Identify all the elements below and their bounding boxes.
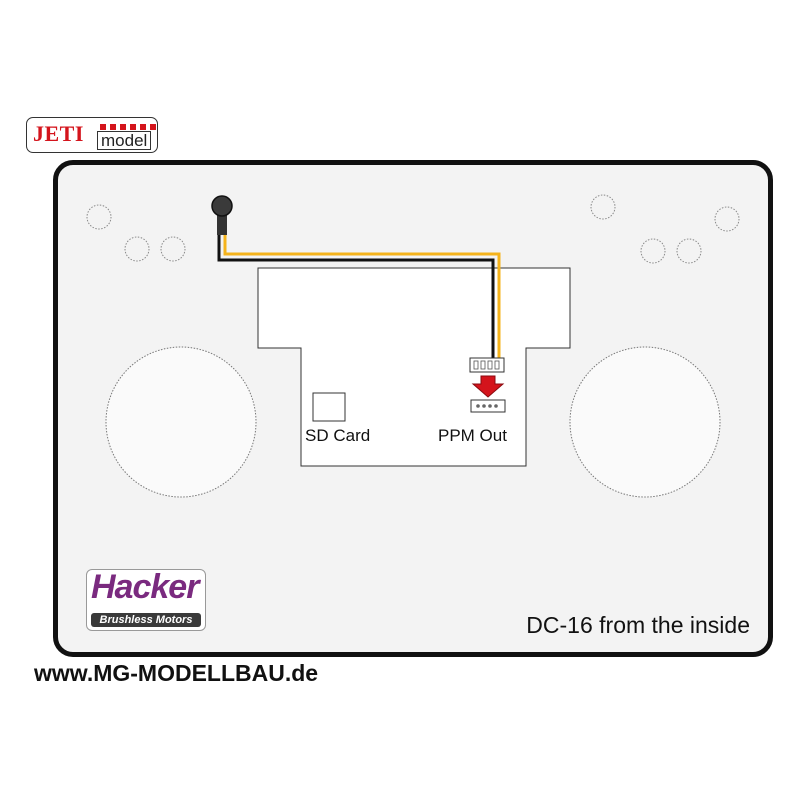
jack-stem xyxy=(217,205,227,235)
hacker-logo-subtitle: Brushless Motors xyxy=(91,613,201,627)
hole-left-top xyxy=(86,204,112,230)
ppm-out-socket xyxy=(470,399,506,413)
sd-card-slot xyxy=(312,392,346,422)
hacker-logo: Hacker Brushless Motors xyxy=(86,569,206,631)
hacker-logo-name: Hacker xyxy=(91,569,199,606)
website-url: www.MG-MODELLBAU.de xyxy=(34,660,319,686)
hole-right-2 xyxy=(676,238,702,264)
ppm-plug xyxy=(469,357,505,373)
ppm-arrow xyxy=(471,375,505,398)
diagram-caption: DC-16 from the inside xyxy=(526,612,750,638)
jeti-logo-text: JETI xyxy=(33,121,84,146)
sd-card-label: SD Card xyxy=(305,426,371,445)
jeti-logo-stripes xyxy=(100,124,156,130)
hole-right-top-2 xyxy=(714,206,740,232)
jeti-model-logo: JETI model xyxy=(26,117,158,153)
hole-right-top-1 xyxy=(590,194,616,220)
hole-left-2 xyxy=(160,236,186,262)
ppm-out-label: PPM Out xyxy=(438,426,507,445)
wire-ground xyxy=(217,213,495,358)
jack-socket xyxy=(211,195,233,217)
hole-right-1 xyxy=(640,238,666,264)
jeti-logo-model-text: model xyxy=(97,131,152,150)
gimbal-left xyxy=(105,346,257,498)
hole-left-1 xyxy=(124,236,150,262)
gimbal-right xyxy=(569,346,721,498)
